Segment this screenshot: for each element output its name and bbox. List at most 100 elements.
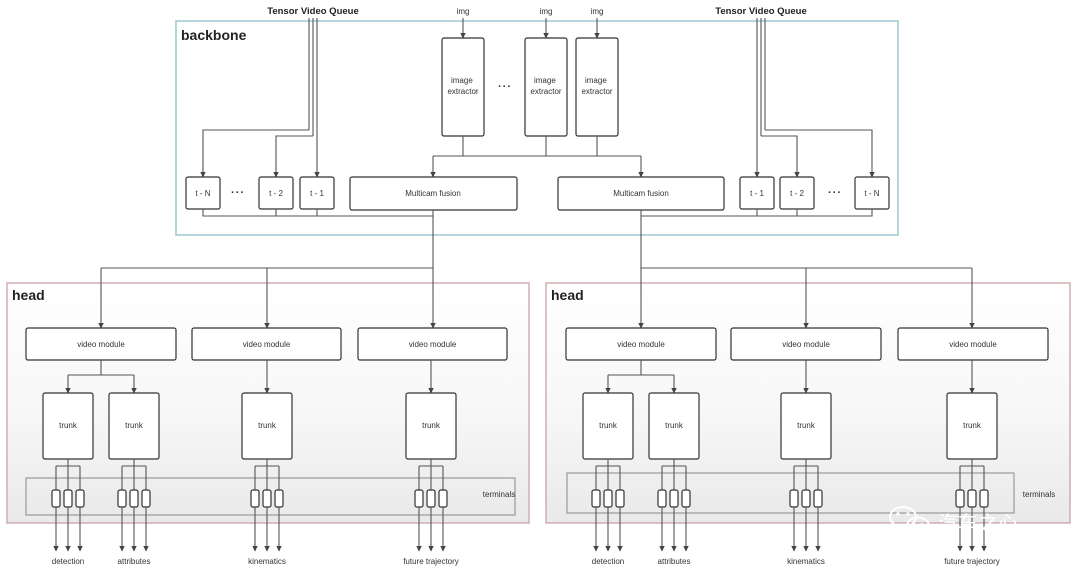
trunk-1: trunk attributes [648,392,700,566]
terminal-node [967,489,977,508]
output-label: kinematics [787,557,825,566]
trunk-label: trunk [963,421,982,430]
img-input-1: img [457,7,470,16]
terminal-node [979,489,989,508]
watermark-text: 汽车之心 [938,512,1018,535]
terminals-region [25,477,516,516]
terminals-region [566,472,1015,514]
image-extractor-2: image extractor [524,37,568,137]
terminal-node [603,489,613,508]
terminal-node [615,489,625,508]
frame-box-right-t1: t - 1 [739,176,775,210]
terminal-node [657,489,667,508]
output-label: detection [52,557,84,566]
trunk-2: trunk kinematics [241,392,293,566]
terminal-node [117,489,127,508]
watermark: 汽车之心 [889,506,1018,536]
heads-layer: head video module video module video module… [6,268,1071,566]
img-input-3: img [591,7,604,16]
output-label: attributes [118,557,151,566]
img-input-2: img [540,7,553,16]
frame-label: t - 1 [750,189,764,198]
trunk-label: trunk [422,421,441,430]
trunk-label: trunk [59,421,78,430]
frame-box-right-t2: t - 2 [779,176,815,210]
ellipsis-frames-left: ··· [231,187,245,199]
frame-box-left-t2: t - 2 [258,176,294,210]
trunk-label: trunk [599,421,618,430]
terminal-node [438,489,448,508]
ellipsis-frames-right: ··· [828,187,842,199]
trunk-3: trunk future trajectory [403,392,459,566]
output-label: future trajectory [403,557,459,566]
terminal-node [51,489,61,508]
queue-label-left: Tensor Video Queue [267,6,359,17]
frame-box-right-tN: t - N [854,176,890,210]
trunk-label: trunk [258,421,277,430]
frame-label: t - N [864,189,879,198]
head-panel-right: head video module video module video module… [545,268,1071,566]
fusion-label: Multicam fusion [613,189,669,198]
video-module-label: video module [617,340,665,349]
extractor-label: image extractor [447,76,478,96]
terminal-node [669,489,679,508]
terminal-node [129,489,139,508]
output-label: kinematics [248,557,286,566]
video-module: video module [25,327,177,361]
output-label: future trajectory [944,557,1000,566]
video-module-label: video module [243,340,291,349]
video-module: video module [191,327,342,361]
image-extractor-3: image extractor [575,37,619,137]
video-module: video module [565,327,717,361]
image-extractor-1: image extractor [441,37,485,137]
terminal-node [414,489,424,508]
extractor-label: image extractor [581,76,612,96]
ellipsis-extractors: ··· [498,81,512,93]
video-module-label: video module [782,340,830,349]
queue-label-right: Tensor Video Queue [715,6,807,17]
frame-label: t - 2 [269,189,283,198]
terminal-node [63,489,73,508]
trunk-label: trunk [125,421,144,430]
terminals-label: terminals [1023,490,1055,499]
terminal-node [813,489,823,508]
trunk-2: trunk kinematics [780,392,832,566]
fusion-label: Multicam fusion [405,189,461,198]
trunk-1: trunk attributes [108,392,160,566]
terminal-node [75,489,85,508]
multicam-fusion-left: Multicam fusion [349,176,518,211]
terminal-node [250,489,260,508]
terminal-node [681,489,691,508]
frame-label: t - 2 [790,189,804,198]
terminals-label: terminals [483,490,515,499]
video-module-label: video module [77,340,125,349]
head-label: head [12,287,45,303]
terminal-node [789,489,799,508]
video-module-label: video module [949,340,997,349]
video-module: video module [897,327,1049,361]
terminal-node [262,489,272,508]
terminal-node [955,489,965,508]
trunk-3: trunk future trajectory [944,392,1000,566]
frame-label: t - 1 [310,189,324,198]
trunk-label: trunk [797,421,816,430]
head-label: head [551,287,584,303]
video-module: video module [730,327,882,361]
terminal-node [274,489,284,508]
frame-box-left-t1: t - 1 [299,176,335,210]
extractor-label: image extractor [530,76,561,96]
video-module: video module [357,327,508,361]
video-module-label: video module [409,340,457,349]
terminal-node [801,489,811,508]
trunk-label: trunk [665,421,684,430]
terminal-node [141,489,151,508]
wechat-icon [889,506,930,536]
trunk-0: trunk detection [42,392,94,566]
backbone-label: backbone [181,27,247,43]
output-label: attributes [658,557,691,566]
terminal-node [591,489,601,508]
frame-label: t - N [195,189,210,198]
